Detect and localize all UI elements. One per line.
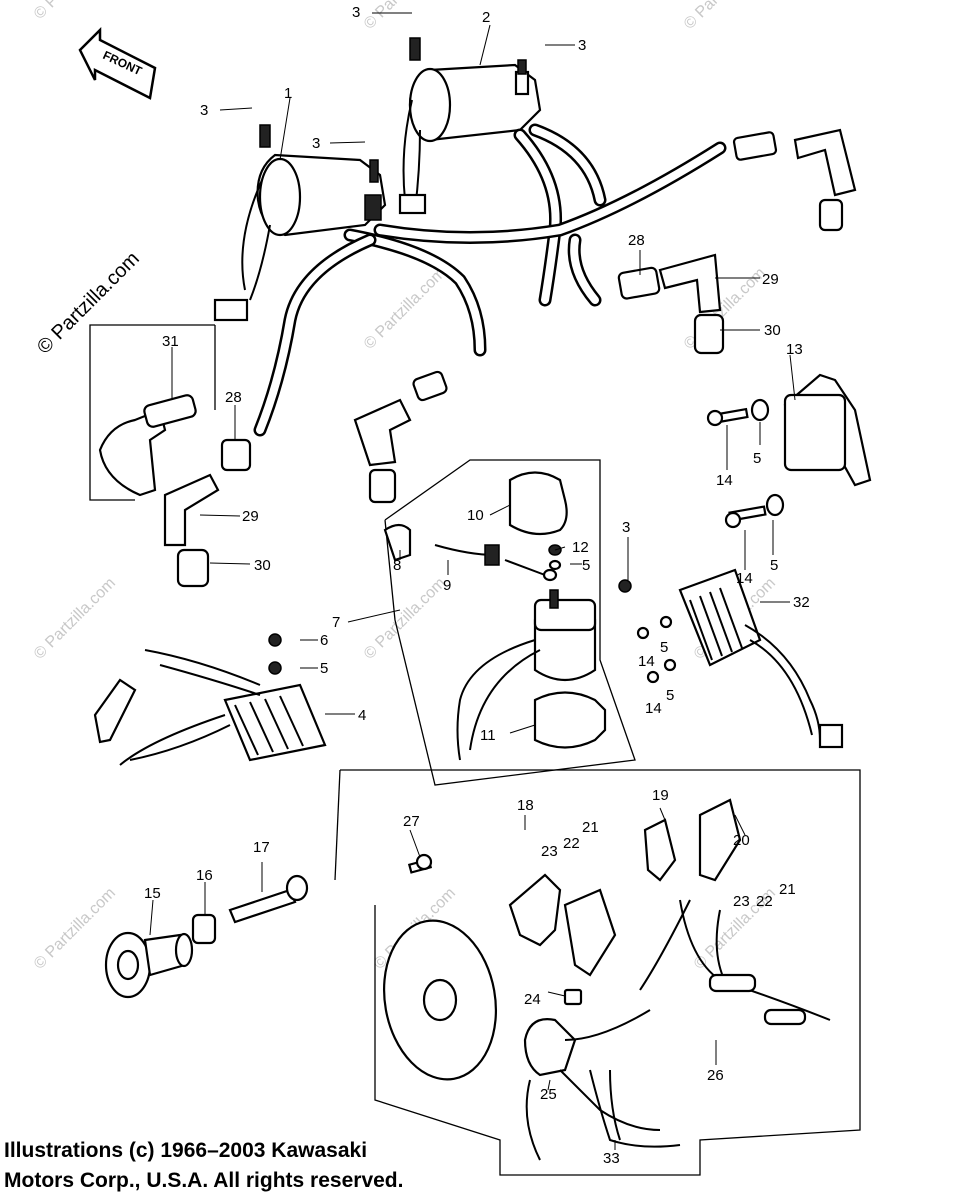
copyright-line-2: Motors Corp., U.S.A. All rights reserved… — [4, 1169, 404, 1192]
callouts: 1 2 3 3 3 3 3 4 5 5 5 5 5 5 6 7 8 9 10 1… — [144, 4, 810, 1167]
callout-15: 15 — [144, 885, 161, 902]
callout-10: 10 — [467, 507, 484, 524]
callout-14: 14 — [736, 570, 753, 587]
callout-23: 23 — [541, 843, 558, 860]
screw-27 — [407, 853, 433, 874]
callout-3: 3 — [622, 519, 630, 536]
harness-33 — [589, 1069, 681, 1148]
callout-8: 8 — [393, 557, 401, 574]
bolt-14-middle — [724, 493, 785, 529]
plug-cap-28-upper — [617, 266, 661, 300]
callout-5: 5 — [660, 639, 668, 656]
harness-26 — [639, 899, 831, 1026]
watermark-main: © Partzilla.com — [33, 248, 144, 359]
spacer-24 — [563, 988, 583, 1006]
callout-26: 26 — [707, 1067, 724, 1084]
callout-24: 24 — [524, 991, 541, 1008]
pickup-coil-25 — [523, 1009, 661, 1161]
callout-21: 21 — [582, 819, 599, 836]
callout-5: 5 — [582, 557, 590, 574]
callout-6: 6 — [320, 632, 328, 649]
callout-28: 28 — [225, 389, 242, 406]
pickup-assembly-box — [334, 769, 861, 1176]
callout-14: 14 — [638, 653, 655, 670]
callout-5: 5 — [753, 450, 761, 467]
plug-boot-30-left — [176, 548, 210, 588]
watermark: © Partzilla.com — [361, 265, 449, 353]
callout-5: 5 — [320, 660, 328, 677]
plug-cap-29-left — [163, 473, 220, 547]
front-arrow: FRONT — [78, 26, 157, 100]
callout-3: 3 — [200, 102, 208, 119]
callout-4: 4 — [358, 707, 366, 724]
plug-cap-28-left — [220, 438, 252, 472]
callout-14: 14 — [716, 472, 733, 489]
plug-boot-30-upper — [693, 313, 725, 355]
callout-30: 30 — [764, 322, 781, 339]
callout-27: 27 — [403, 813, 420, 830]
watermark: © Partzilla.com — [31, 575, 119, 663]
callout-16: 16 — [196, 867, 213, 884]
plug-cap-29-upper — [658, 253, 722, 314]
plug-cap-mid — [353, 370, 448, 504]
callout-17: 17 — [253, 839, 270, 856]
callout-1: 1 — [284, 85, 292, 102]
callout-19: 19 — [652, 787, 669, 804]
watermark: © Partzilla.com — [361, 575, 449, 663]
callout-30: 30 — [254, 557, 271, 574]
rectifier-32 — [678, 568, 844, 749]
advancer-15 — [104, 931, 194, 999]
timing-plate — [382, 919, 498, 1081]
callout-11: 11 — [480, 727, 496, 744]
callout-3: 3 — [578, 37, 586, 54]
ignition-coil-2 — [398, 37, 542, 215]
copyright-notice: Illustrations (c) 1966–2003 Kawasaki Mot… — [4, 1136, 403, 1196]
callout-7: 7 — [332, 614, 340, 631]
pickup-plates — [508, 798, 742, 977]
callout-5: 5 — [770, 557, 778, 574]
collar-16 — [191, 913, 217, 945]
callout-20: 20 — [733, 832, 750, 849]
callout-23: 23 — [733, 893, 750, 910]
callout-3: 3 — [352, 4, 360, 21]
callout-31: 31 — [162, 333, 179, 350]
callout-13: 13 — [786, 341, 803, 358]
watermark: © Partzilla.com — [31, 0, 119, 23]
callout-2: 2 — [482, 9, 490, 26]
inset-box-31 — [89, 324, 216, 501]
callout-25: 25 — [540, 1086, 557, 1103]
callout-18: 18 — [517, 797, 534, 814]
screws-14-lower — [618, 579, 677, 684]
leader-lines — [149, 12, 796, 1150]
callout-29: 29 — [242, 508, 259, 525]
plug-cap-upper-right — [732, 128, 857, 232]
watermark: © Partzilla.com — [361, 0, 449, 33]
bolt-17 — [228, 874, 309, 924]
callout-3: 3 — [312, 135, 320, 152]
callout-12: 12 — [572, 539, 589, 556]
regulator-13 — [783, 373, 872, 487]
copyright-line-1: Illustrations (c) 1966–2003 Kawasaki — [4, 1139, 368, 1162]
callout-28: 28 — [628, 232, 645, 249]
callout-22: 22 — [563, 835, 580, 852]
rectifier-4 — [93, 633, 327, 766]
callout-21: 21 — [779, 881, 796, 898]
callout-29: 29 — [762, 271, 779, 288]
callout-9: 9 — [443, 577, 451, 594]
callout-14: 14 — [645, 700, 662, 717]
high-tension-leads — [253, 123, 727, 437]
callout-32: 32 — [793, 594, 810, 611]
starter-relay-box — [383, 459, 636, 786]
callout-22: 22 — [756, 893, 773, 910]
callout-5: 5 — [666, 687, 674, 704]
bolt-14-upper — [706, 398, 770, 427]
callout-33: 33 — [603, 1150, 620, 1167]
watermark: © Partzilla.com — [681, 0, 769, 33]
